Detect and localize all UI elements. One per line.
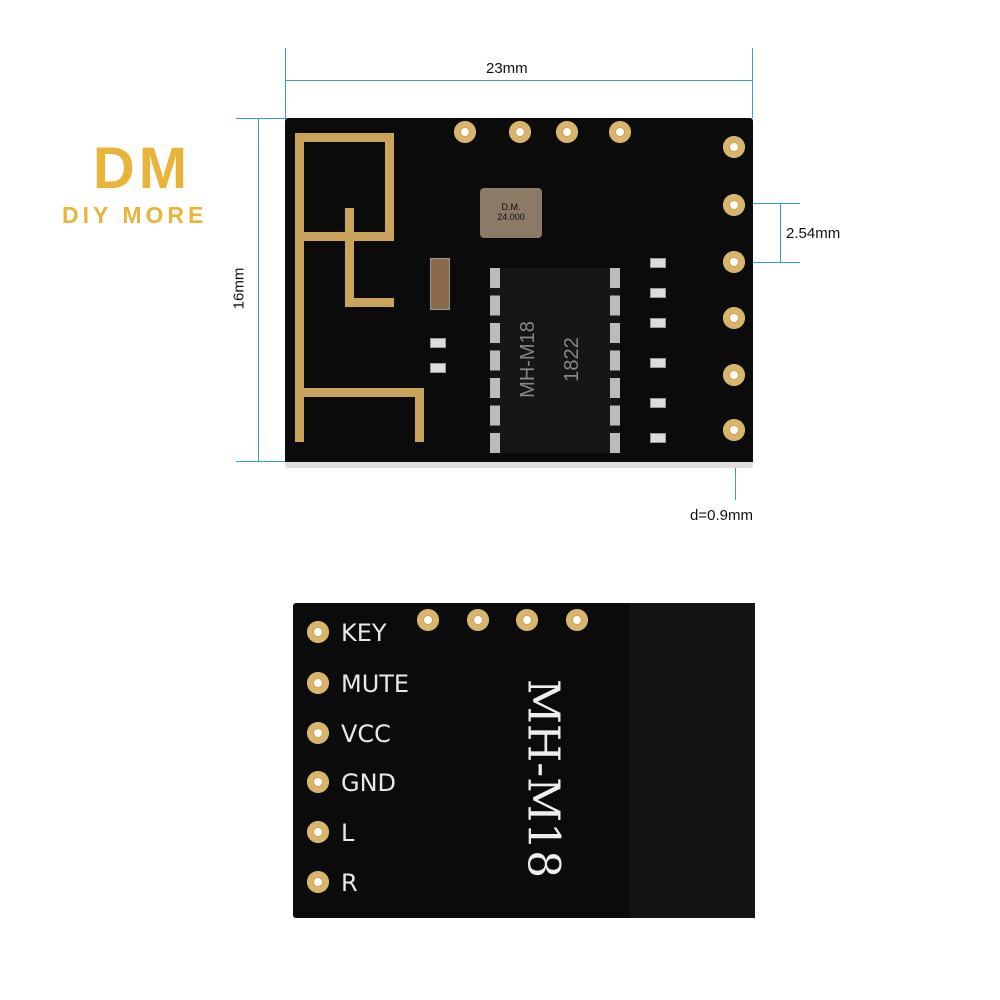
dim-extension — [236, 118, 286, 119]
module-front: D.M. 24.000 MH-M18 1822 — [285, 118, 753, 468]
dim-extension — [750, 262, 800, 263]
dim-extension — [750, 203, 800, 204]
dim-extension — [236, 461, 286, 462]
pin-label-gnd: GND — [341, 769, 397, 797]
back-title: MH-M18 — [517, 678, 569, 879]
pin-label-r: R — [341, 869, 358, 897]
hole-label: d=0.9mm — [690, 507, 753, 524]
dim-extension — [285, 48, 286, 118]
crystal-oscillator: D.M. 24.000 — [480, 188, 542, 238]
chip-code: 1822 — [560, 337, 583, 382]
height-dimension-line — [258, 118, 259, 461]
pitch-dimension-line — [780, 203, 781, 262]
pin-label-mute: MUTE — [341, 670, 410, 698]
height-label: 16mm — [230, 267, 248, 310]
pitch-label: 2.54mm — [786, 225, 841, 242]
dim-extension — [752, 48, 753, 118]
width-dimension-line — [286, 80, 752, 81]
module-back: KEY MUTE VCC GND L R MH-M18 — [293, 603, 755, 918]
pin-label-l: L — [341, 819, 355, 847]
pin-label-key: KEY — [341, 619, 387, 647]
logo-mark: DM — [92, 136, 192, 201]
width-label: 23mm — [486, 60, 528, 77]
logo-name: DIY MORE — [62, 202, 208, 228]
crystal-frequency: 24.000 — [497, 212, 525, 222]
ic-chip: MH-M18 1822 — [490, 268, 620, 453]
brand-logo: DM DIY MORE — [62, 140, 252, 229]
crystal-brand: D.M. — [501, 202, 521, 212]
pin-label-vcc: VCC — [341, 720, 391, 748]
hole-leader-line — [735, 440, 736, 500]
chip-model: MH-M18 — [516, 321, 539, 398]
